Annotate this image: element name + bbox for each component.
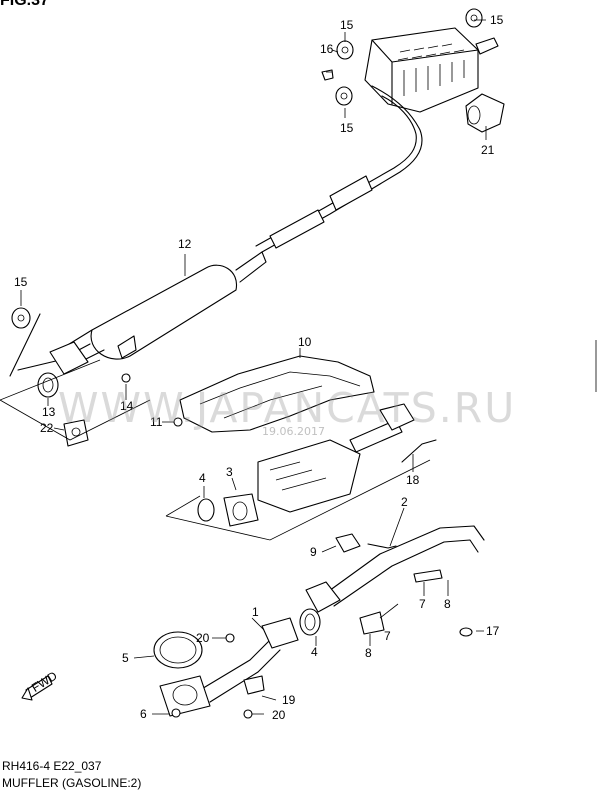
- callout-7: 7: [384, 629, 391, 643]
- callout-16: 16: [320, 42, 334, 56]
- callout-4: 4: [311, 645, 318, 659]
- callout-20: 20: [272, 708, 286, 722]
- callout-10: 10: [298, 335, 312, 349]
- figure-caption: MUFFLER (GASOLINE:2): [2, 776, 142, 790]
- callout-8: 8: [444, 597, 451, 611]
- callout-15: 15: [14, 275, 28, 289]
- callout-7: 7: [419, 597, 426, 611]
- callout-labels: 15 15 16 15 21 12 15 13 14 22 10 11 18 4…: [14, 13, 504, 722]
- callout-6: 6: [140, 707, 147, 721]
- callout-15: 15: [340, 121, 354, 135]
- front-hardware: [0, 307, 151, 447]
- front-marker-label: FWD: [29, 668, 60, 695]
- part-21-rubber: [465, 93, 505, 133]
- watermark-text: WWW.JAPANCATS.RU: [58, 384, 517, 432]
- callout-5: 5: [122, 651, 129, 665]
- figure-code: RH416-4 E22_037: [2, 759, 102, 773]
- figure-title: FIG.37: [0, 0, 49, 9]
- callout-13: 13: [42, 405, 56, 419]
- callout-9: 9: [310, 545, 317, 559]
- callout-18: 18: [406, 473, 420, 487]
- hanger-rubbers-rear: [321, 8, 483, 106]
- callout-17: 17: [486, 624, 500, 638]
- heat-shield-10: [173, 355, 375, 433]
- front-pipe-1: [153, 617, 299, 719]
- callout-8: 8: [365, 646, 372, 660]
- center-pipe-12: [65, 85, 423, 363]
- callout-14: 14: [120, 399, 134, 413]
- callout-22: 22: [40, 421, 54, 435]
- pipe-2: [299, 525, 485, 637]
- callout-20: 20: [196, 631, 210, 645]
- callout-12: 12: [178, 237, 192, 251]
- rear-muffler: [364, 27, 499, 113]
- callout-3: 3: [226, 465, 233, 479]
- callout-15: 15: [490, 13, 504, 27]
- callout-11: 11: [150, 415, 163, 429]
- callout-15: 15: [340, 18, 354, 32]
- callout-1: 1: [252, 605, 259, 619]
- watermark-date: 19.06.2017: [262, 425, 325, 438]
- callout-4: 4: [199, 471, 206, 485]
- catalytic-converter-3: [165, 403, 437, 541]
- callout-2: 2: [401, 495, 408, 509]
- front-direction-arrow: FWD: [21, 668, 60, 701]
- callout-19: 19: [282, 693, 296, 707]
- callout-21: 21: [481, 143, 495, 157]
- leader-lines: [20, 19, 487, 715]
